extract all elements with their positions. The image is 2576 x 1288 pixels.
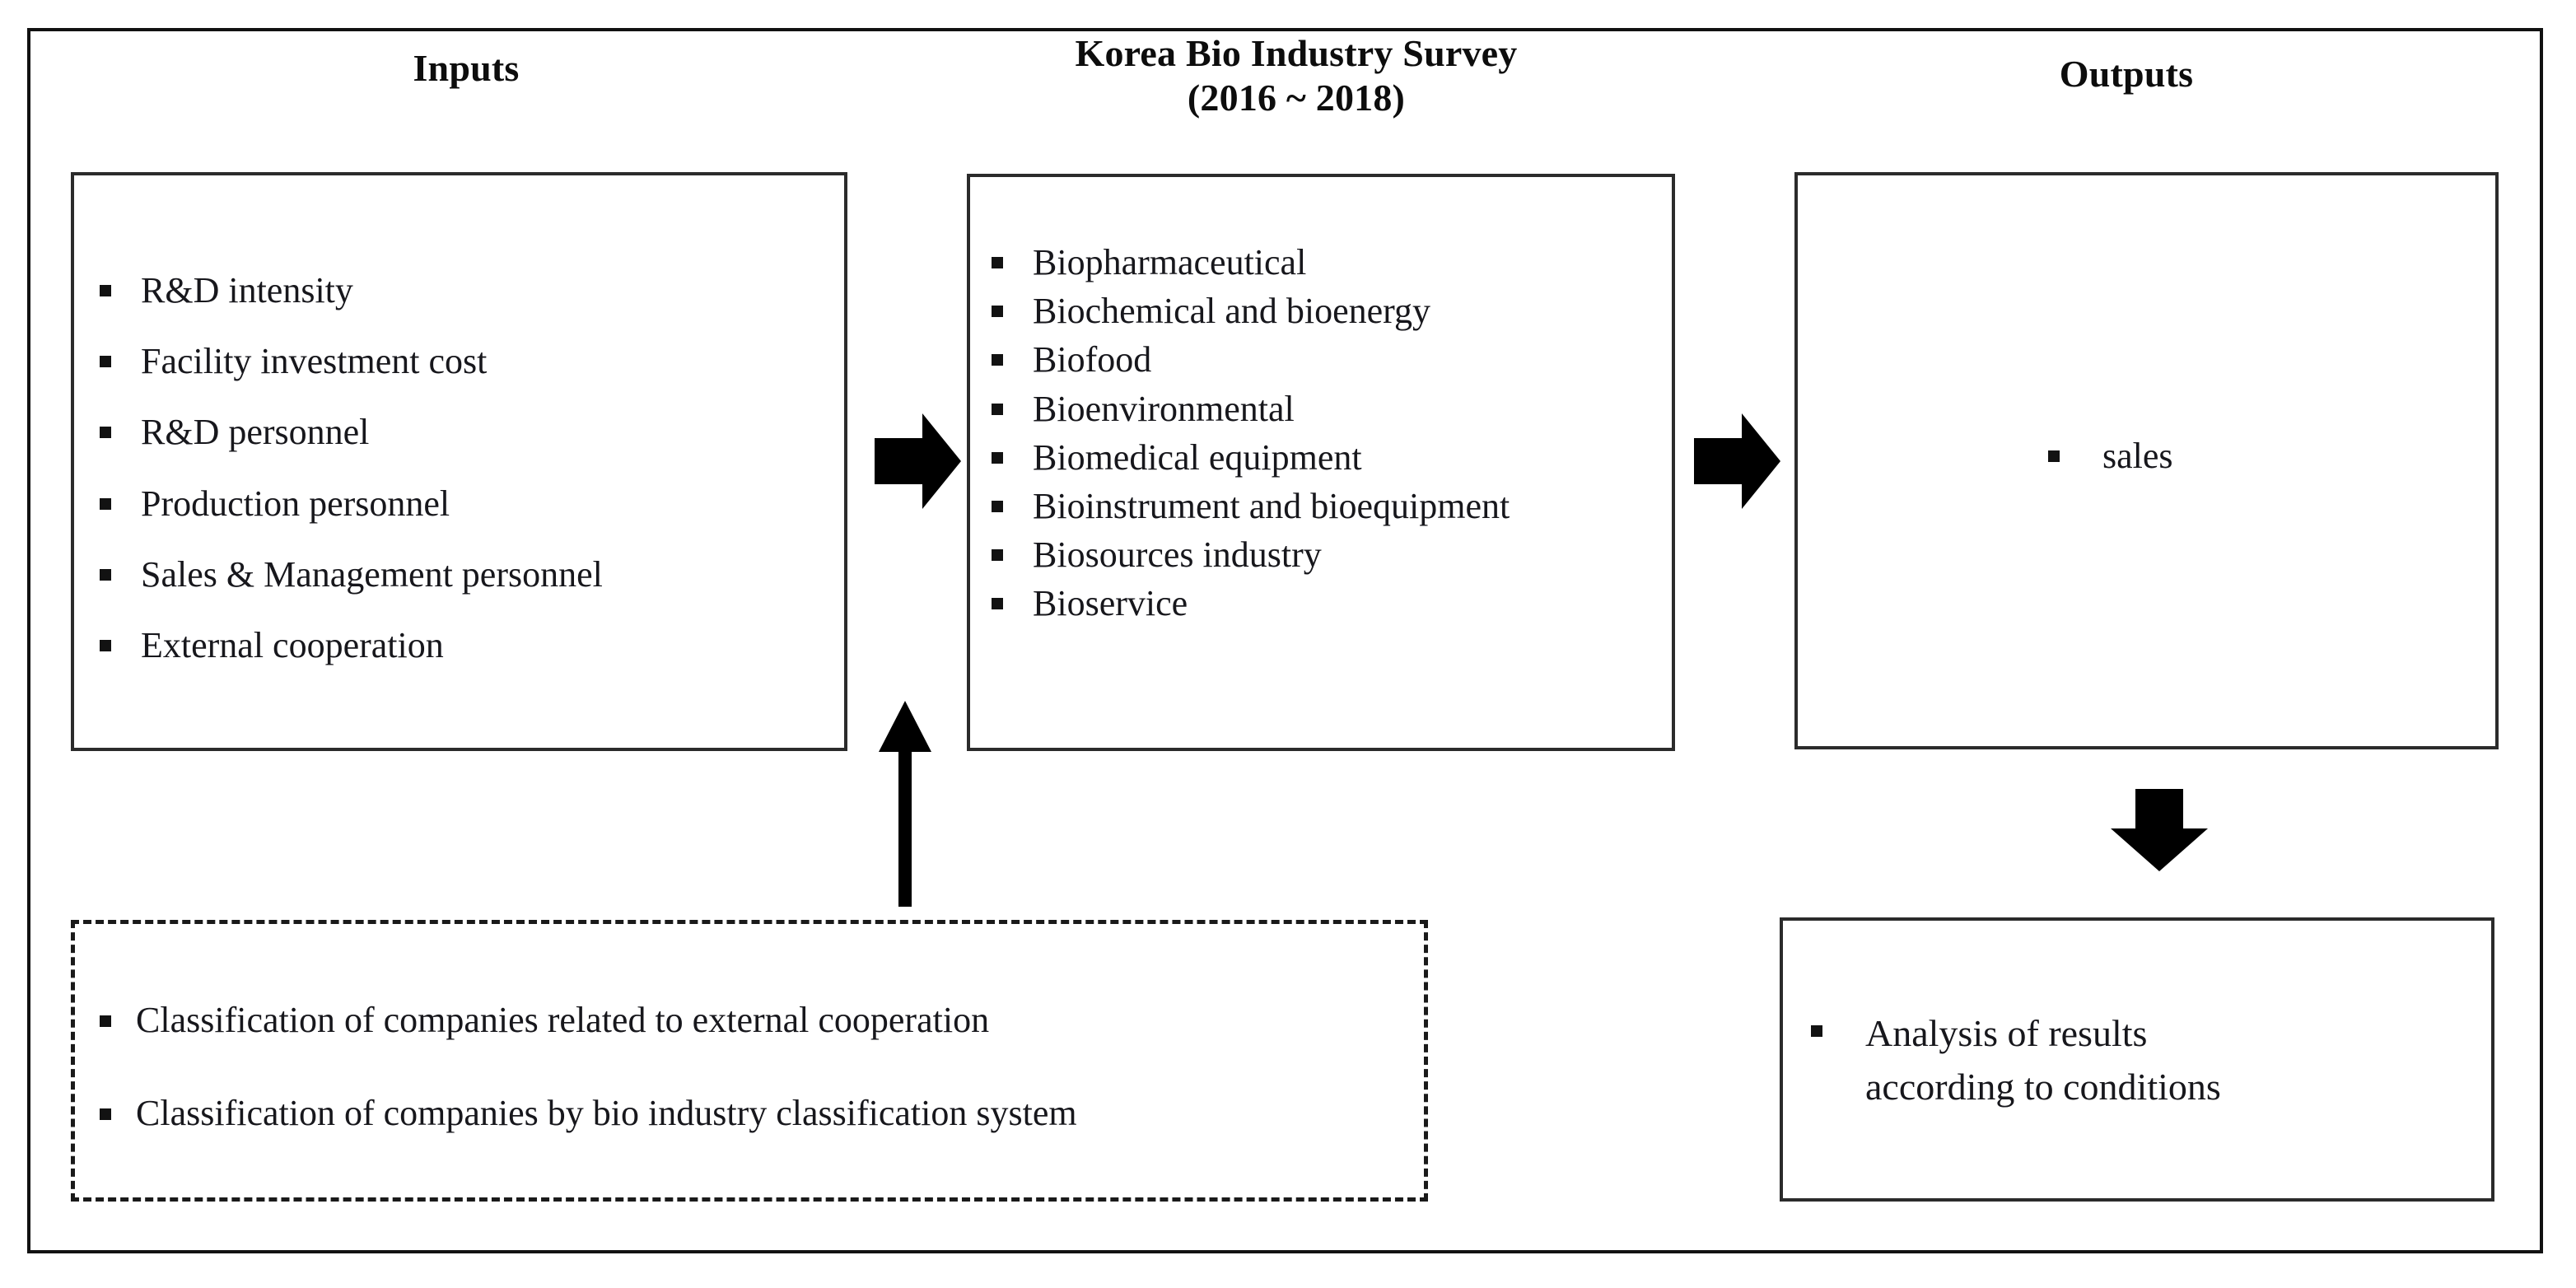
survey-title-line1: Korea Bio Industry Survey xyxy=(1075,32,1518,74)
list-item: Sales & Management personnel xyxy=(93,551,836,598)
list-item: Bioinstrument and bioequipment xyxy=(985,483,1665,530)
conditions-list: Classification of companies related to e… xyxy=(93,996,1416,1136)
analysis-list: Analysis of results according to conditi… xyxy=(1799,1006,2261,1114)
outputs-list: sales xyxy=(2042,432,2173,479)
list-item: Production personnel xyxy=(93,480,836,527)
list-item: Bioenvironmental xyxy=(985,385,1665,432)
survey-title-line2: (2016 ~ 2018) xyxy=(1187,77,1406,119)
inputs-list: R&D intensity Facility investment cost R… xyxy=(93,267,836,669)
list-item: Classification of companies by bio indus… xyxy=(93,1090,1416,1136)
arrow-survey-to-outputs-icon xyxy=(1694,413,1780,509)
inputs-title: Inputs xyxy=(413,47,520,89)
survey-list: Biopharmaceutical Biochemical and bioene… xyxy=(985,239,1665,629)
arrow-conditions-to-inputs-icon xyxy=(875,701,935,907)
list-item: Biochemical and bioenergy xyxy=(985,287,1665,334)
list-item: Classification of companies related to e… xyxy=(93,996,1416,1043)
inputs-box: R&D intensity Facility investment cost R… xyxy=(71,172,847,751)
diagram-outer-frame: Inputs Korea Bio Industry Survey (2016 ~… xyxy=(27,28,2543,1253)
list-item: Analysis of results according to conditi… xyxy=(1799,1006,2261,1114)
list-item: R&D intensity xyxy=(93,267,836,314)
list-item: Biopharmaceutical xyxy=(985,239,1665,286)
list-item: Biofood xyxy=(985,336,1665,383)
analysis-box: Analysis of results according to conditi… xyxy=(1780,917,2494,1202)
list-item: Facility investment cost xyxy=(93,338,836,385)
list-item: External cooperation xyxy=(93,622,836,669)
conditions-box: Classification of companies related to e… xyxy=(71,920,1428,1202)
list-item: Bioservice xyxy=(985,580,1665,627)
arrow-outputs-to-analysis-icon xyxy=(2111,789,2208,871)
survey-box: Biopharmaceutical Biochemical and bioene… xyxy=(967,174,1675,751)
list-item: Biosources industry xyxy=(985,531,1665,578)
list-item: Biomedical equipment xyxy=(985,434,1665,481)
survey-title: Korea Bio Industry Survey (2016 ~ 2018) xyxy=(926,31,1667,121)
list-item: R&D personnel xyxy=(93,408,836,455)
list-item: sales xyxy=(2042,432,2173,479)
outputs-title: Outputs xyxy=(2059,53,2194,95)
outputs-box: sales xyxy=(1794,172,2499,749)
arrow-inputs-to-survey-icon xyxy=(875,413,961,509)
